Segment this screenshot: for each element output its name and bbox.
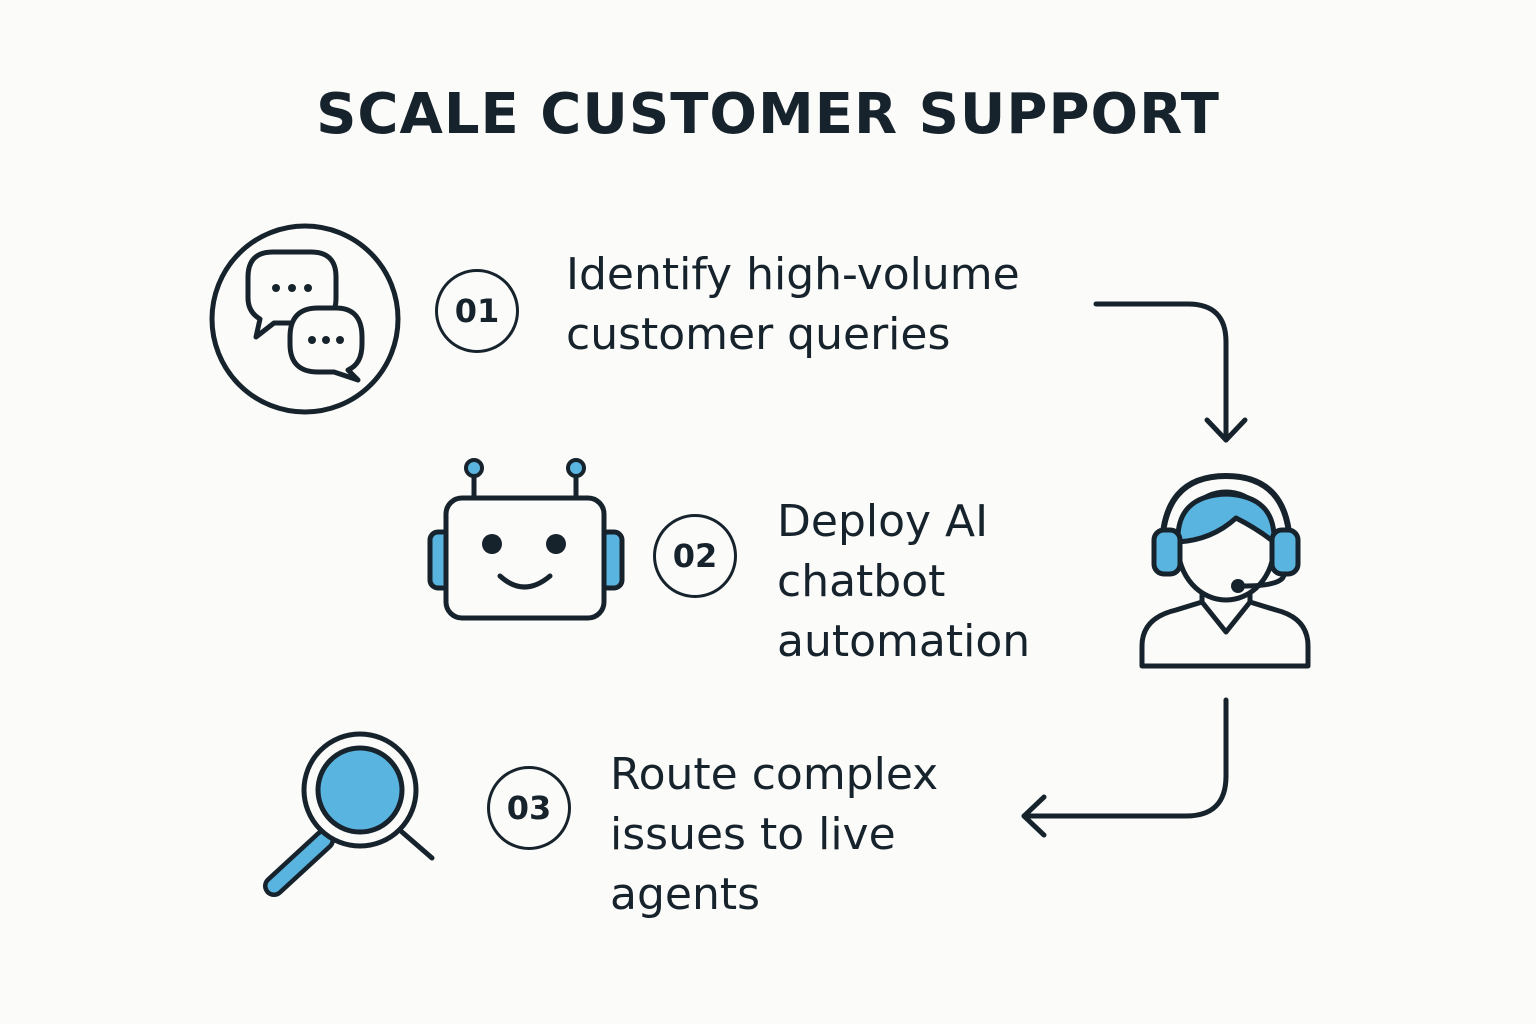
step-number-badge: 02 [653,514,737,598]
step-1-line-1: Identify high-volume [566,249,1020,300]
step-3-line-2: issues to live [610,809,896,860]
support-agent-headset-icon [1139,472,1311,669]
arrow-to-agent [1093,301,1229,443]
step-1-line-2: customer queries [566,309,951,360]
step-3-line-3: agents [610,869,761,920]
step-number-badge: 03 [487,766,571,850]
arrow-to-agent-head [1204,417,1248,443]
page-title: SCALE CUSTOMER SUPPORT [316,82,1220,147]
arrow-to-step-3-head [1021,794,1047,838]
chat-bubbles-icon [209,223,401,415]
step-1-text: Identify high-volume customer queries [566,245,1020,365]
step-3-text: Route complex issues to live agents [610,745,938,925]
step-2-line-2: chatbot [777,556,946,607]
step-2-line-1: Deploy AI [777,496,989,547]
step-2-text: Deploy AI chatbot automation [777,492,1030,672]
step-3-line-1: Route complex [610,749,939,800]
magnifying-glass-icon [263,731,435,897]
robot-icon [427,458,625,621]
step-number-badge: 01 [435,269,519,353]
step-2-line-3: automation [777,616,1031,667]
arrow-to-step-3 [1021,697,1229,819]
